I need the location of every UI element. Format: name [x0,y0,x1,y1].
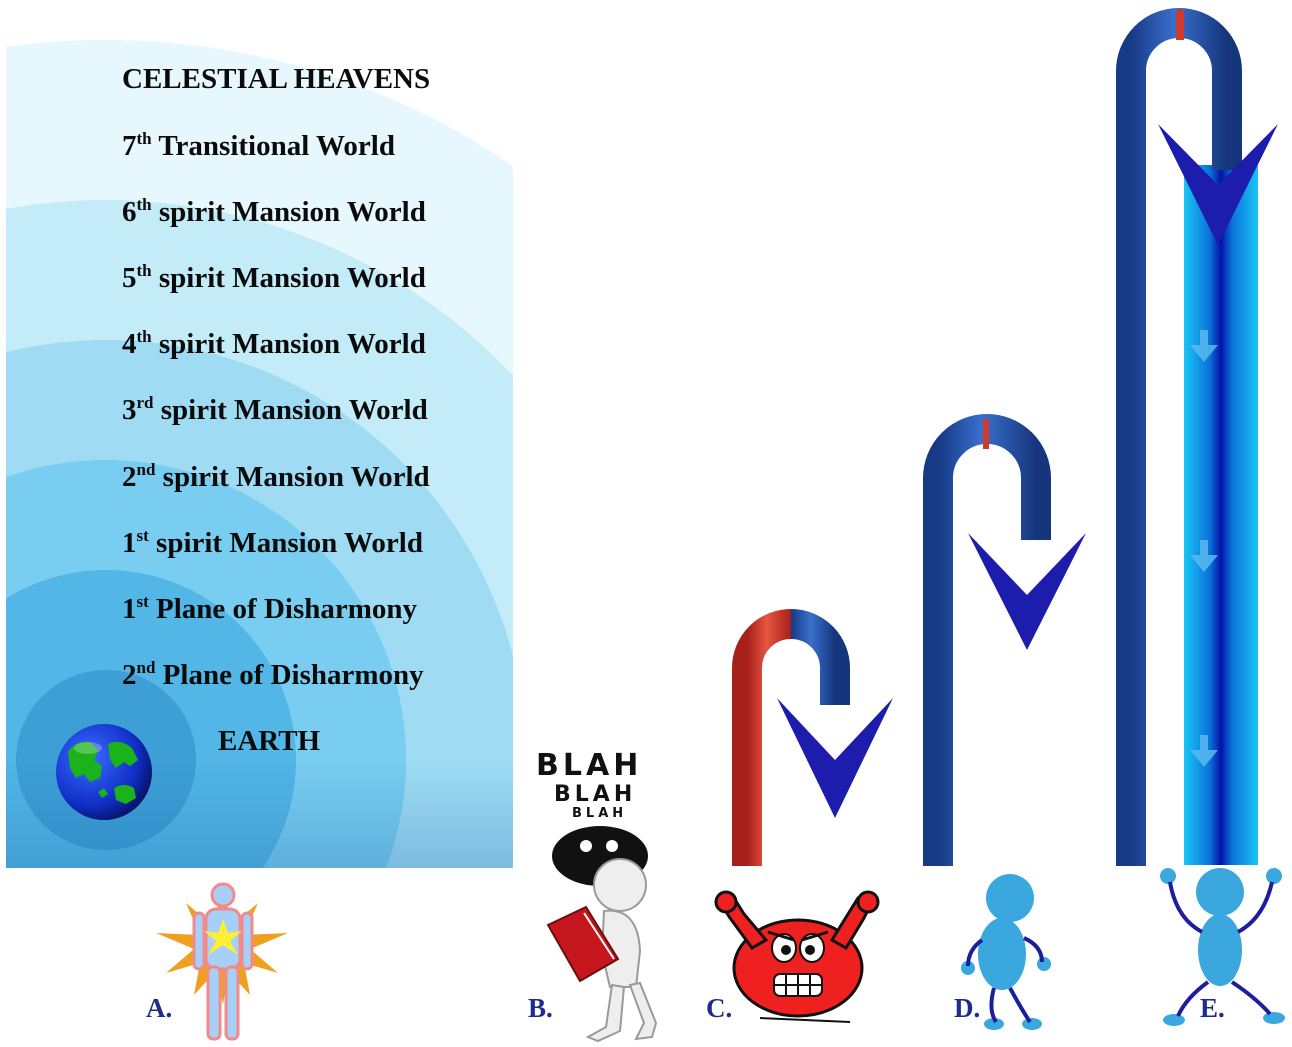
label-e: E. [1200,993,1225,1023]
red-marker-d [983,419,989,449]
radiant-human-icon [156,882,288,1041]
angry-face-icon [714,890,880,1023]
arrowhead-c [777,698,893,818]
globe-icon [56,724,152,820]
arrowhead-d [968,533,1086,650]
blah-word-2: BLAH [554,782,637,807]
arrow-d [923,414,1086,866]
plane-disharmony-1: 1st Plane of Disharmony [122,592,418,625]
label-b: B. [528,993,553,1023]
blah-graphic: BLAH BLAH BLAH [530,744,690,886]
plane-disharmony-2: 2nd Plane of Disharmony [122,658,424,691]
level-4: 4th spirit Mansion World [122,327,426,360]
label-a: A. [146,993,173,1023]
level-7: 7th Transitional World [122,129,395,162]
level-2: 2nd spirit Mansion World [122,460,430,493]
level-6: 6th spirit Mansion World [122,195,426,228]
small-arrow-1 [1190,330,1218,362]
blah-word-3: BLAH [572,806,628,821]
label-d: D. [954,993,981,1023]
level-3: 3rd spirit Mansion World [122,393,428,426]
arrow-e [1116,8,1278,866]
heavens-background [6,0,513,868]
arrow-c [732,609,893,866]
blah-word-1: BLAH [536,748,643,783]
level-1: 1st spirit Mansion World [122,526,423,559]
arrowhead-e [1158,124,1278,245]
reading-figure-icon [546,858,658,1043]
heading-celestial-heavens: CELESTIAL HEAVENS [122,63,431,95]
red-marker-e [1176,10,1184,40]
cheering-stick-figure-icon [1160,868,1285,1026]
small-arrow-3 [1190,735,1218,767]
blue-stick-figure-icon [961,874,1051,1030]
level-5: 5th spirit Mansion World [122,261,426,294]
earth-label: EARTH [218,725,321,757]
label-c: C. [706,993,733,1023]
light-beam-e [1184,165,1258,865]
small-arrow-2 [1190,540,1218,572]
